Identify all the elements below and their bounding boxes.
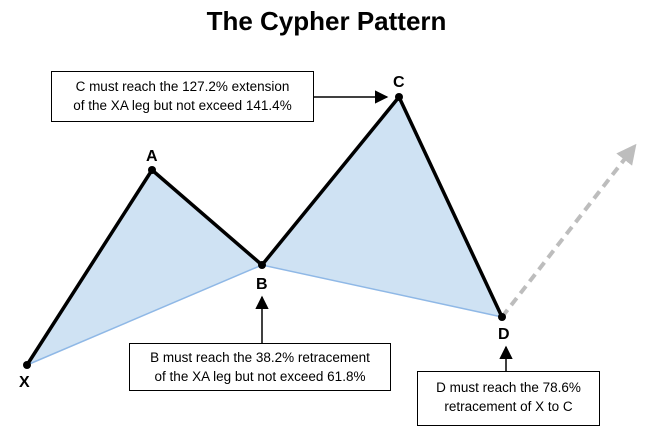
xab-triangle xyxy=(27,170,262,365)
point-c-label: C xyxy=(393,74,405,91)
point-a-label: A xyxy=(146,148,158,165)
point-a-dot xyxy=(148,166,156,174)
point-b-label: B xyxy=(256,276,268,293)
point-d-label: D xyxy=(498,326,510,343)
note-c-line-1: C must reach the 127.2% extension xyxy=(75,79,290,94)
note-d-line-2: retracement of X to C xyxy=(444,399,573,414)
note-b-retracement: B must reach the 38.2% retracement of th… xyxy=(129,343,391,391)
projection-arrow xyxy=(500,143,637,319)
note-d-retracement: D must reach the 78.6% retracement of X … xyxy=(417,371,600,426)
note-c-extension: C must reach the 127.2% extension of the… xyxy=(51,71,314,122)
point-x-label: X xyxy=(19,374,30,391)
point-b-dot xyxy=(258,261,266,269)
note-b-line-1: B must reach the 38.2% retracement xyxy=(150,350,370,365)
page-title: The Cypher Pattern xyxy=(206,6,447,36)
note-b-line-2: of the XA leg but not exceed 61.8% xyxy=(154,369,366,384)
point-x-dot xyxy=(23,361,31,369)
point-d-dot xyxy=(498,313,506,321)
note-c-line-2: of the XA leg but not exceed 141.4% xyxy=(73,98,292,113)
point-c-dot xyxy=(395,93,403,101)
bcd-triangle xyxy=(262,97,502,317)
note-d-line-1: D must reach the 78.6% xyxy=(436,380,581,395)
